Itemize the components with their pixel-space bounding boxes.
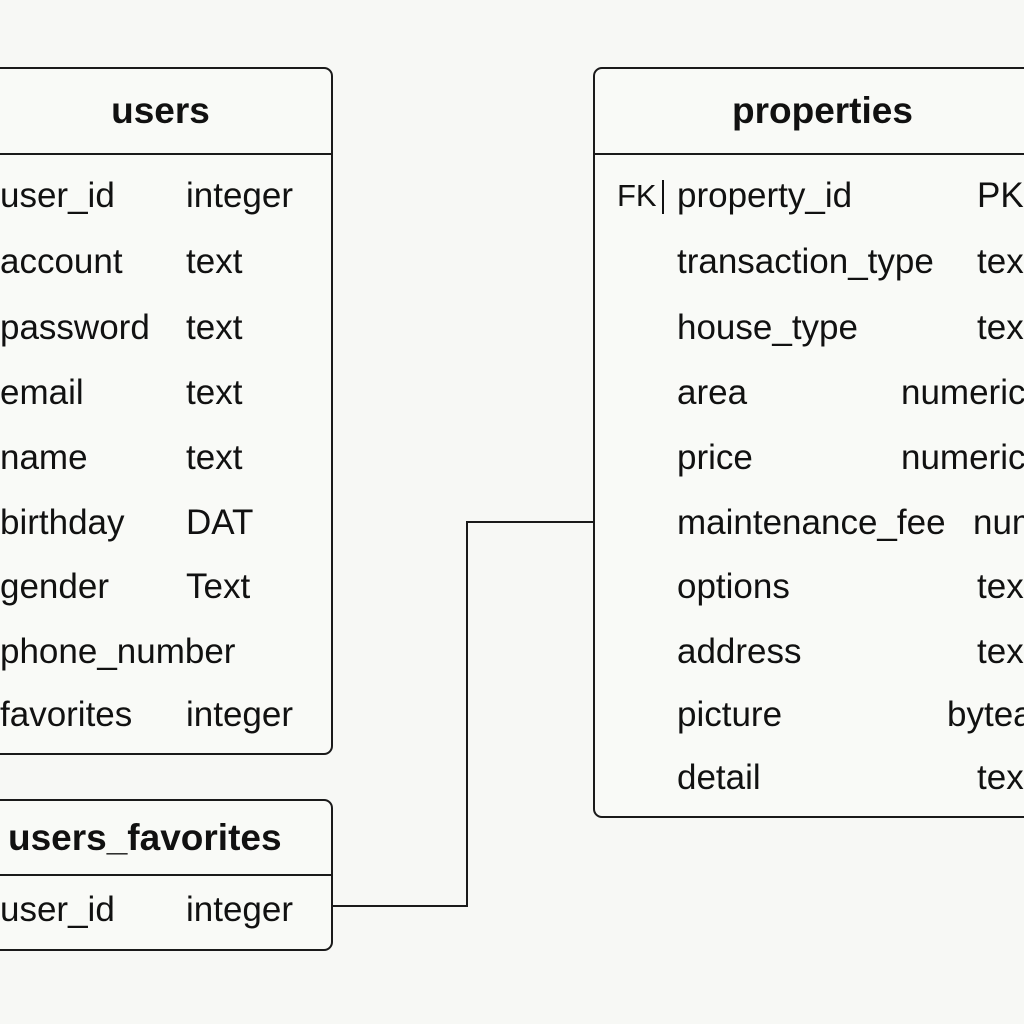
column-name: name xyxy=(0,438,88,477)
column-type: numeric xyxy=(901,438,1024,477)
column-name: user_id xyxy=(0,890,115,929)
column-type: bytea xyxy=(947,695,1024,734)
column-type: text xyxy=(977,567,1024,606)
users-favorites-table-header: users_favorites xyxy=(0,801,331,876)
column-type: integer xyxy=(186,695,294,734)
column-name: price xyxy=(677,438,753,477)
column-name: address xyxy=(677,632,802,671)
column-name: house_type xyxy=(677,308,858,347)
key-divider xyxy=(662,180,664,214)
column-type: text xyxy=(977,758,1024,797)
properties-table-title: properties xyxy=(732,90,913,131)
column-type: text xyxy=(186,242,243,281)
column-type: text xyxy=(186,438,243,477)
users-favorites-table-title: users_favorites xyxy=(8,816,282,858)
column-type: Text xyxy=(186,567,251,606)
column-type: text xyxy=(186,308,243,347)
column-type: text xyxy=(977,632,1024,671)
users-table-header: users xyxy=(0,69,331,155)
column-type: numeric xyxy=(973,503,1024,542)
column-type: DAT xyxy=(186,503,254,542)
column-name: property_id xyxy=(677,176,853,215)
users-favorites-table[interactable]: users_favorites user_id integer xyxy=(0,799,333,951)
relationship-line xyxy=(333,521,593,907)
column-name: area xyxy=(677,373,748,412)
column-name: phone_number xyxy=(0,632,236,671)
column-name: email xyxy=(0,373,84,412)
column-name: detail xyxy=(677,758,761,797)
column-type: text xyxy=(186,373,243,412)
column-name: maintenance_fee xyxy=(677,503,946,542)
column-type: text xyxy=(977,308,1024,347)
column-name: account xyxy=(0,242,123,281)
column-type: numeric xyxy=(901,373,1024,412)
foreign-key-marker: FK xyxy=(617,178,657,213)
column-name: user_id xyxy=(0,176,115,215)
column-name: gender xyxy=(0,567,109,606)
column-name: transaction_type xyxy=(677,242,934,281)
users-table[interactable]: users user_id integer account text passw… xyxy=(0,67,333,755)
column-name: options xyxy=(677,567,790,606)
column-type: integer xyxy=(186,176,294,215)
properties-table[interactable]: properties FK property_id PK transaction… xyxy=(593,67,1024,818)
users-table-title: users xyxy=(111,90,210,131)
column-type: integer xyxy=(186,890,294,929)
column-name: password xyxy=(0,308,150,347)
primary-key-marker: PK xyxy=(977,176,1024,215)
column-name: favorites xyxy=(0,695,133,734)
properties-table-header: properties xyxy=(595,69,1024,155)
column-name: picture xyxy=(677,695,783,734)
column-type: text xyxy=(977,242,1024,281)
column-name: birthday xyxy=(0,503,125,542)
